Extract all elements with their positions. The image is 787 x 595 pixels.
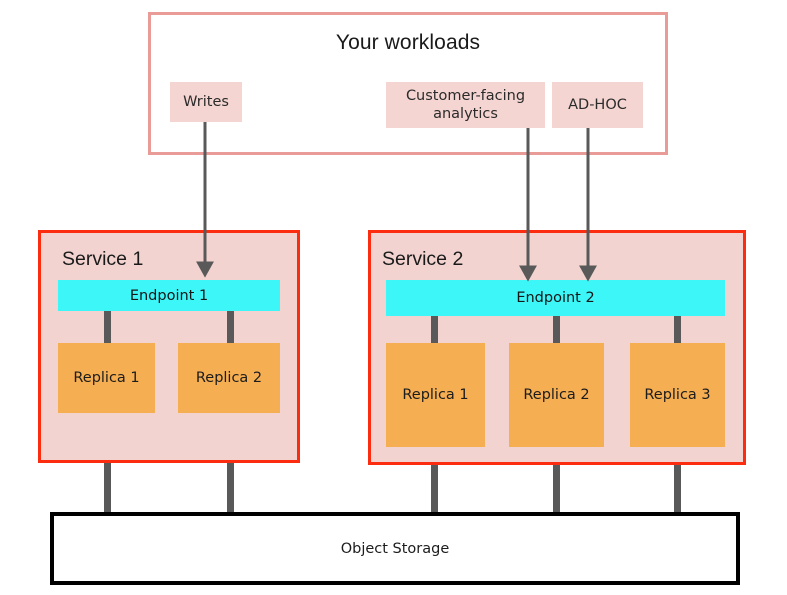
connector-endpoint-2-to-s2-replica-3 <box>674 313 681 349</box>
service-2-replica-1[interactable]: Replica 1 <box>386 343 485 447</box>
workload-chip-writes[interactable]: Writes <box>170 82 242 122</box>
workload-chip-customer-facing-analytics[interactable]: Customer-facing analytics <box>386 82 545 128</box>
service-1-label: Service 1 <box>62 248 144 270</box>
service-1-replica-1[interactable]: Replica 1 <box>58 343 155 413</box>
endpoint-1[interactable]: Endpoint 1 <box>58 280 280 311</box>
service-1-replica-2[interactable]: Replica 2 <box>178 343 280 413</box>
connector-s2-replica-3-to-storage <box>674 440 681 515</box>
connector-s2-replica-2-to-storage <box>553 440 560 515</box>
service-2-label: Service 2 <box>382 248 464 270</box>
connector-endpoint-2-to-s2-replica-2 <box>553 313 560 349</box>
connector-s2-replica-1-to-storage <box>431 440 438 515</box>
connector-endpoint-1-to-s1-replica-2 <box>227 308 234 348</box>
workloads-title: Your workloads <box>335 31 481 54</box>
workload-chip-ad-hoc[interactable]: AD-HOC <box>552 82 643 128</box>
object-storage-box: Object Storage <box>50 512 740 585</box>
service-2-replica-2[interactable]: Replica 2 <box>509 343 604 447</box>
connector-endpoint-2-to-s2-replica-1 <box>431 313 438 349</box>
endpoint-2[interactable]: Endpoint 2 <box>386 280 725 316</box>
service-2-replica-3[interactable]: Replica 3 <box>630 343 725 447</box>
connector-endpoint-1-to-s1-replica-1 <box>104 308 111 348</box>
